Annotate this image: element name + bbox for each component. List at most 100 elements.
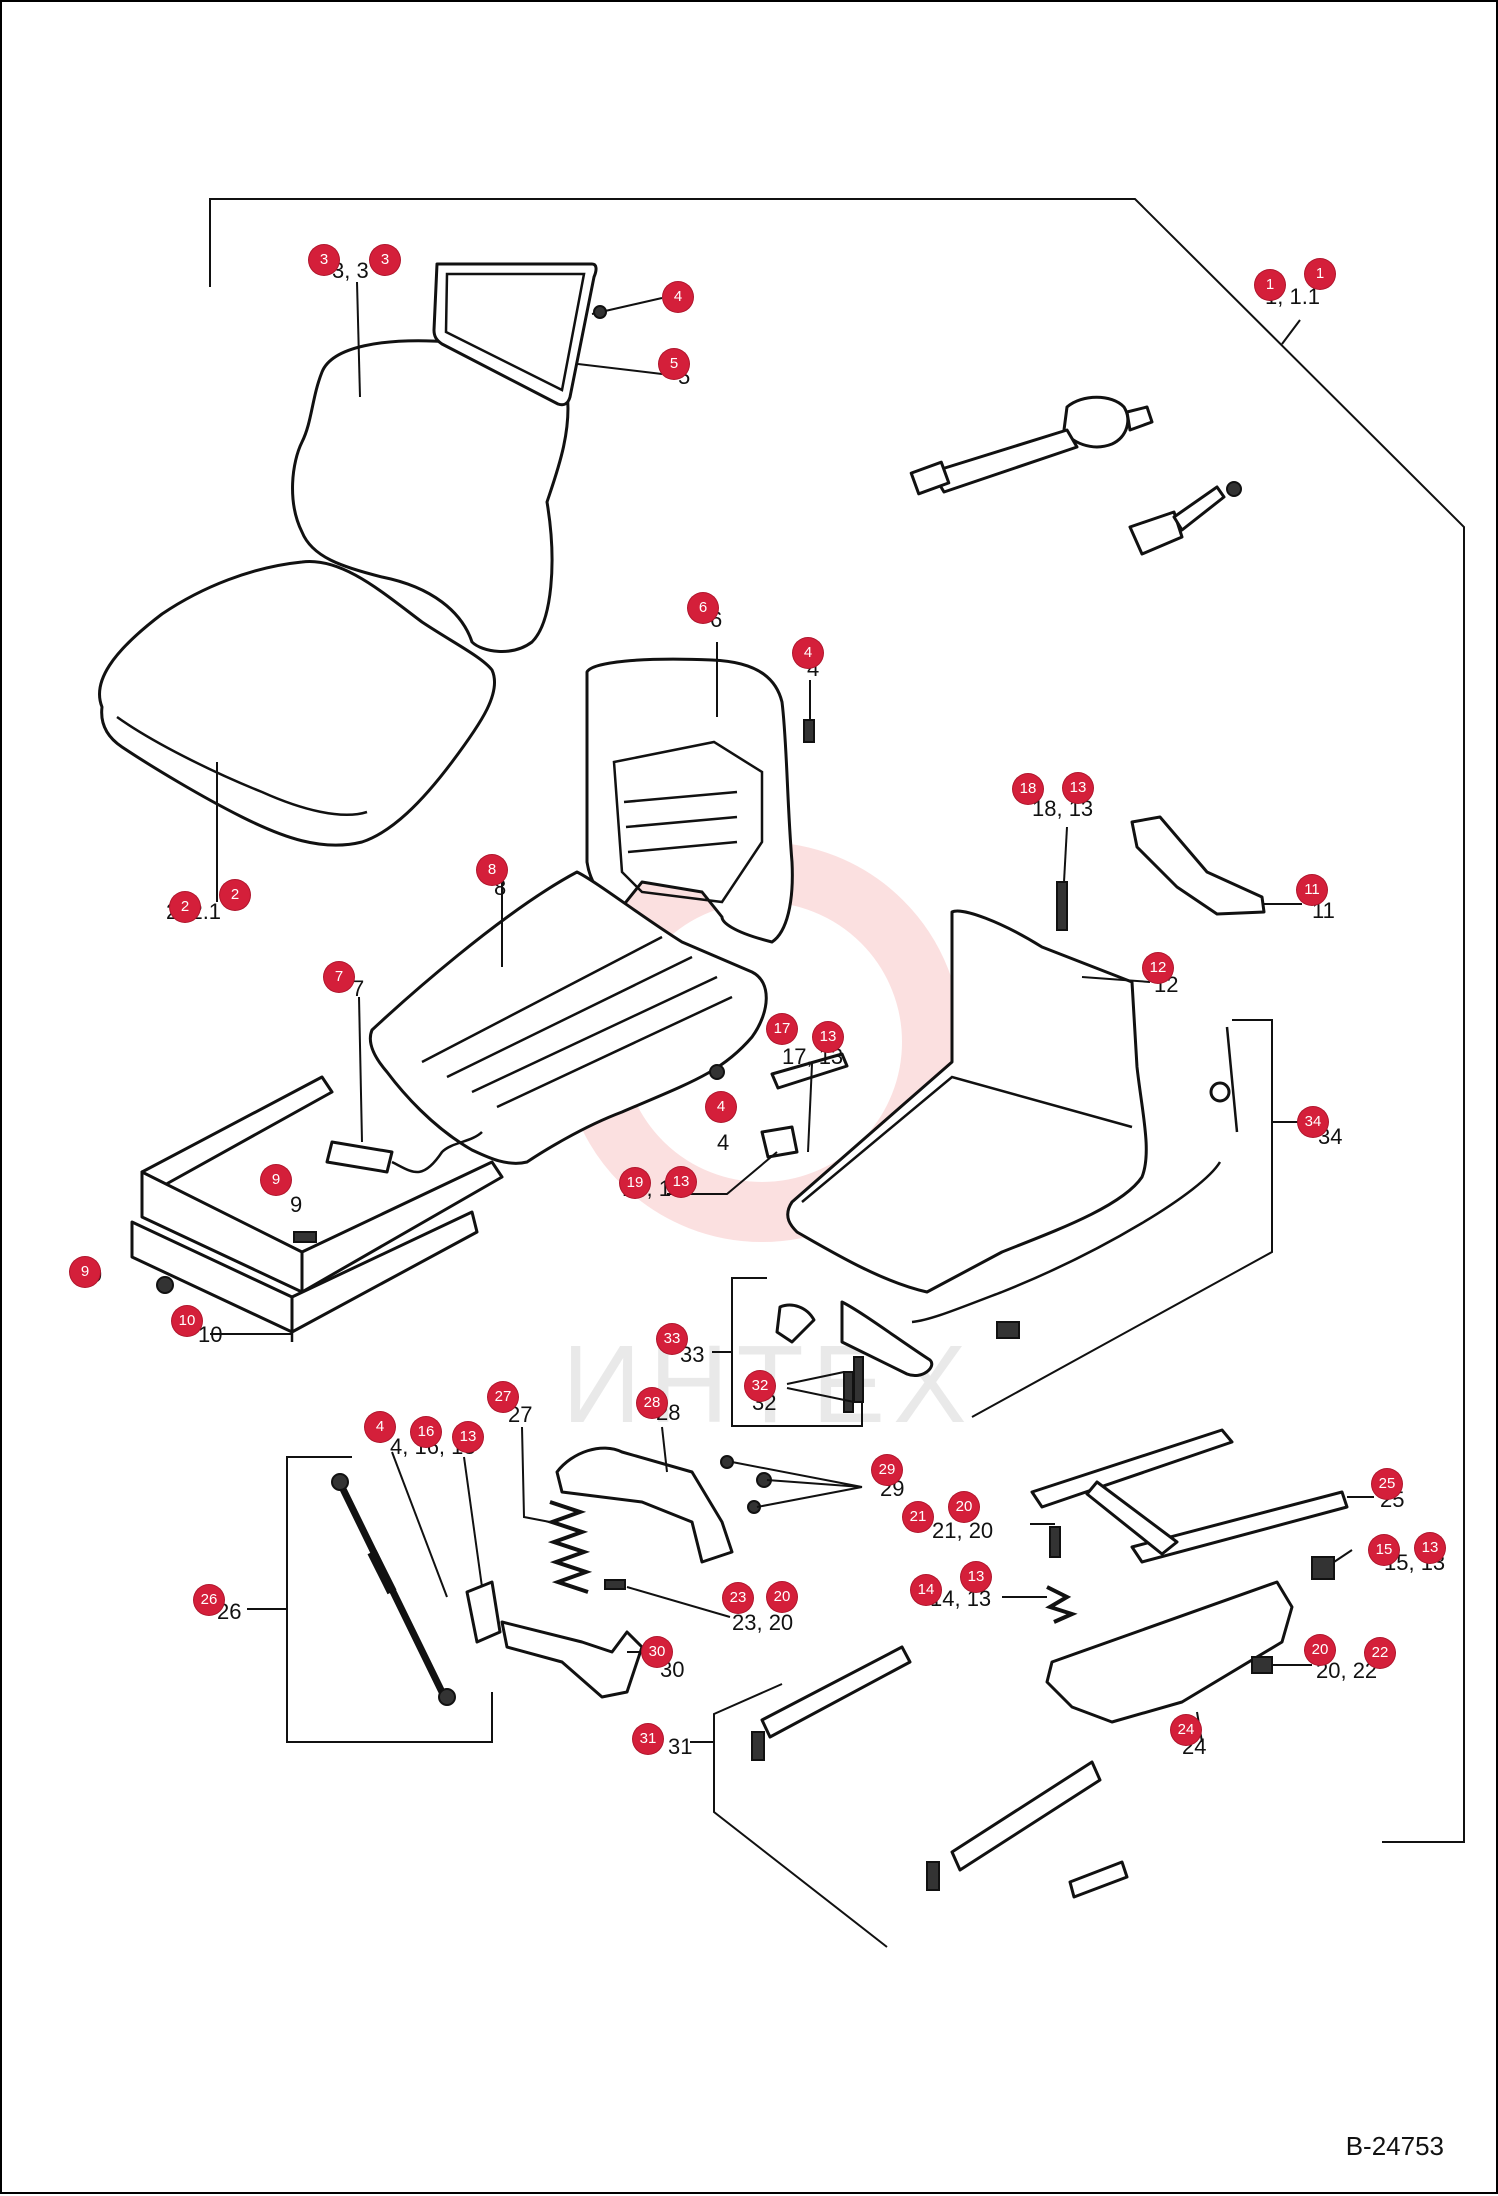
- callout-marker[interactable]: 20: [1305, 1635, 1335, 1665]
- callout-marker[interactable]: 27: [488, 1382, 518, 1412]
- callout-marker[interactable]: 1: [1255, 270, 1285, 300]
- drawing-code: B-24753: [1345, 2131, 1444, 2161]
- seat-base-shell: [786, 909, 1148, 1294]
- callout-marker[interactable]: 10: [172, 1306, 202, 1336]
- callout-marker[interactable]: 4: [365, 1412, 395, 1442]
- suspension-side-right: [300, 1160, 504, 1294]
- callout-marker[interactable]: 13: [666, 1167, 696, 1197]
- callout-marker[interactable]: 29: [872, 1455, 902, 1485]
- pan-rib-1: [421, 935, 663, 1064]
- callout-marker[interactable]: 4: [793, 638, 823, 668]
- callout-marker[interactable]: 26: [194, 1585, 224, 1615]
- pin-17: [770, 1052, 849, 1090]
- callout-marker[interactable]: 5: [659, 349, 689, 379]
- callout-marker[interactable]: 4: [663, 282, 693, 312]
- belt-strap: [930, 428, 1079, 494]
- callout-marker[interactable]: 20: [949, 1492, 979, 1522]
- callout-marker[interactable]: 13: [813, 1022, 843, 1052]
- callout-marker[interactable]: 9: [261, 1165, 291, 1195]
- rail-bolt-2-icon: [926, 1861, 940, 1891]
- callout-marker[interactable]: 17: [767, 1014, 797, 1044]
- leader-1: [1281, 319, 1301, 345]
- clip-19: [760, 1125, 799, 1159]
- spring-eye-top-icon: [331, 1473, 349, 1491]
- callout-marker[interactable]: 13: [453, 1422, 483, 1452]
- latch-bolt-1-icon: [843, 1371, 854, 1413]
- leader-29a: [731, 1461, 863, 1488]
- callout-marker[interactable]: 1: [1305, 259, 1335, 289]
- callout-marker[interactable]: 23: [723, 1583, 753, 1613]
- leader-3: [356, 281, 361, 398]
- lever-cable: [391, 1131, 483, 1174]
- callout-marker[interactable]: 9: [70, 1257, 100, 1287]
- callout-marker[interactable]: 13: [1063, 773, 1093, 803]
- callout-marker[interactable]: 16: [411, 1417, 441, 1447]
- callout-marker[interactable]: 3: [309, 245, 339, 275]
- spring-clip-icon: [293, 1231, 317, 1243]
- knob-15-icon: [1311, 1556, 1335, 1580]
- leader-4d: [391, 1451, 448, 1598]
- lower-rails-31: [751, 1645, 1129, 1899]
- rail-clip: [1068, 1860, 1129, 1899]
- screw-4c-icon: [709, 1064, 725, 1080]
- spring-coil: [545, 1500, 593, 1594]
- lower-rail-left: [760, 1645, 912, 1739]
- label-9a: 9: [290, 1192, 302, 1217]
- lower-rail-right: [950, 1760, 1102, 1872]
- callout-marker[interactable]: 30: [642, 1637, 672, 1667]
- bracket-34: [971, 1019, 1273, 1418]
- bushing-22-icon: [1251, 1656, 1273, 1674]
- bracket-31: [713, 1683, 888, 1948]
- callout-marker[interactable]: 15: [1369, 1535, 1399, 1565]
- gas-spring-cylinder: [367, 1549, 397, 1595]
- callout-marker[interactable]: 18: [1013, 774, 1043, 804]
- callout-marker[interactable]: 34: [1298, 1107, 1328, 1137]
- callout-marker[interactable]: 33: [657, 1324, 687, 1354]
- callout-marker[interactable]: 25: [1372, 1469, 1402, 1499]
- callout-marker[interactable]: 2: [170, 892, 200, 922]
- leader-15: [1333, 1549, 1353, 1563]
- bolt-18-icon: [1056, 881, 1068, 931]
- callout-marker[interactable]: 12: [1143, 953, 1173, 983]
- cable-upper: [1225, 1026, 1239, 1133]
- upper-rail-25: [1030, 1428, 1349, 1564]
- callout-marker[interactable]: 13: [1415, 1533, 1445, 1563]
- screw-icon: [593, 305, 607, 319]
- mount-bracket-16: [465, 1580, 502, 1644]
- rail-rear: [1130, 1490, 1349, 1564]
- callout-marker[interactable]: 24: [1171, 1715, 1201, 1745]
- callout-marker[interactable]: 28: [637, 1388, 667, 1418]
- leader-5: [577, 363, 663, 375]
- callout-marker[interactable]: 7: [324, 962, 354, 992]
- bolt-23-icon: [604, 1579, 626, 1590]
- leader-16: [463, 1456, 483, 1588]
- callout-marker[interactable]: 2: [220, 880, 250, 910]
- callout-marker[interactable]: 19: [620, 1168, 650, 1198]
- callout-marker[interactable]: 8: [477, 855, 507, 885]
- callout-marker[interactable]: 13: [961, 1562, 991, 1592]
- side-bracket: [1130, 815, 1266, 916]
- callout-marker[interactable]: 22: [1365, 1638, 1395, 1668]
- callout-marker[interactable]: 20: [767, 1582, 797, 1612]
- callout-marker[interactable]: 14: [911, 1575, 941, 1605]
- callout-marker[interactable]: 32: [745, 1371, 775, 1401]
- callout-marker[interactable]: 11: [1297, 875, 1327, 905]
- callout-marker[interactable]: 3: [370, 245, 400, 275]
- label-11: 11: [1312, 898, 1335, 923]
- label-21-20: 21, 20: [932, 1518, 993, 1543]
- headrest-inner: [444, 272, 586, 392]
- nut-icon: [156, 1276, 174, 1294]
- cable-end-icon: [996, 1321, 1020, 1339]
- belt-buckle: [1128, 510, 1184, 556]
- seat-belt: [909, 395, 1242, 556]
- base-plate-24: [1045, 1580, 1294, 1724]
- rail-cross: [1085, 1480, 1179, 1556]
- callout-marker[interactable]: 6: [688, 593, 718, 623]
- callout-marker[interactable]: 4: [706, 1092, 736, 1122]
- latch-plate: [840, 1300, 934, 1377]
- coil-spring-27: [545, 1500, 593, 1594]
- callout-marker[interactable]: 31: [633, 1724, 663, 1754]
- callout-marker[interactable]: 21: [903, 1502, 933, 1532]
- fastener-29a-icon: [720, 1455, 734, 1469]
